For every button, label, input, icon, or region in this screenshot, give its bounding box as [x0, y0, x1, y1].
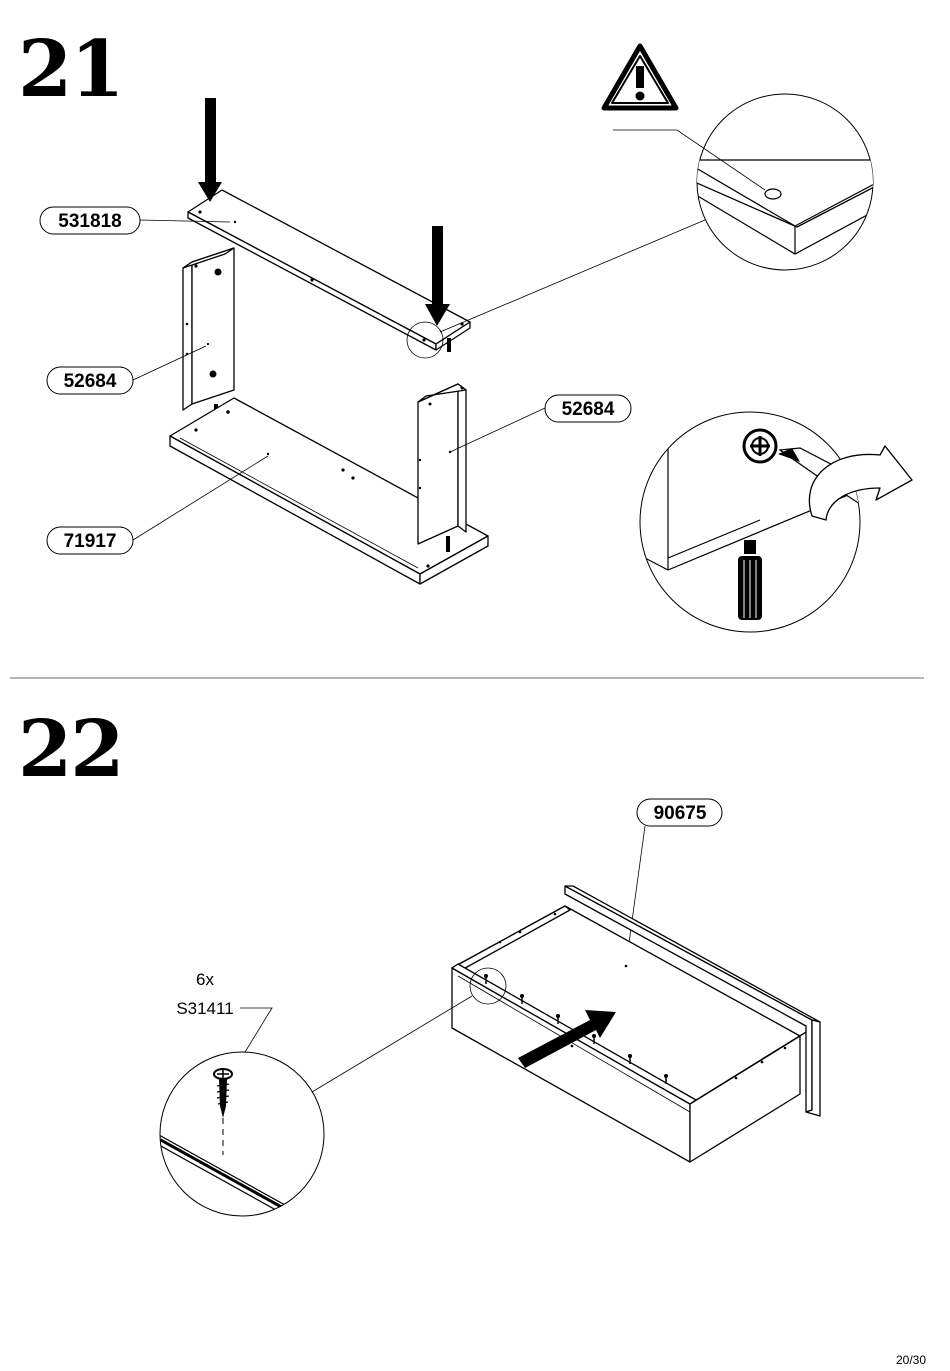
svg-text:52684: 52684 — [562, 399, 615, 420]
part-label-90675: 90675 — [626, 799, 722, 965]
side-panel-left-52684 — [183, 248, 234, 410]
cam-bolt-icon — [446, 536, 450, 552]
page-number: 20/30 — [896, 1353, 926, 1367]
detail-view-hole — [613, 94, 880, 270]
svg-text:52684: 52684 — [64, 371, 117, 392]
drawer-assembly-90675 — [452, 886, 820, 1162]
step-22-number: 22 — [18, 704, 123, 795]
part-label-52684-left: 52684 — [47, 346, 206, 394]
warning-triangle-icon — [604, 46, 676, 108]
cam-lock-icon — [744, 430, 776, 462]
step-21-number: 21 — [18, 24, 123, 115]
down-arrow-icon — [198, 98, 222, 202]
svg-text:531818: 531818 — [58, 211, 121, 232]
hardware-quantity: 6x — [196, 970, 214, 989]
svg-text:71917: 71917 — [64, 531, 117, 552]
svg-text:90675: 90675 — [654, 803, 707, 824]
detail-view-screw — [150, 1052, 330, 1240]
hardware-code: S31411 — [176, 999, 233, 1018]
side-panel-right-52684 — [418, 384, 466, 544]
detail-view-cam-lock — [640, 412, 940, 632]
cam-bolt-icon — [447, 338, 451, 352]
part-label-52684-right: 52684 — [450, 395, 631, 452]
